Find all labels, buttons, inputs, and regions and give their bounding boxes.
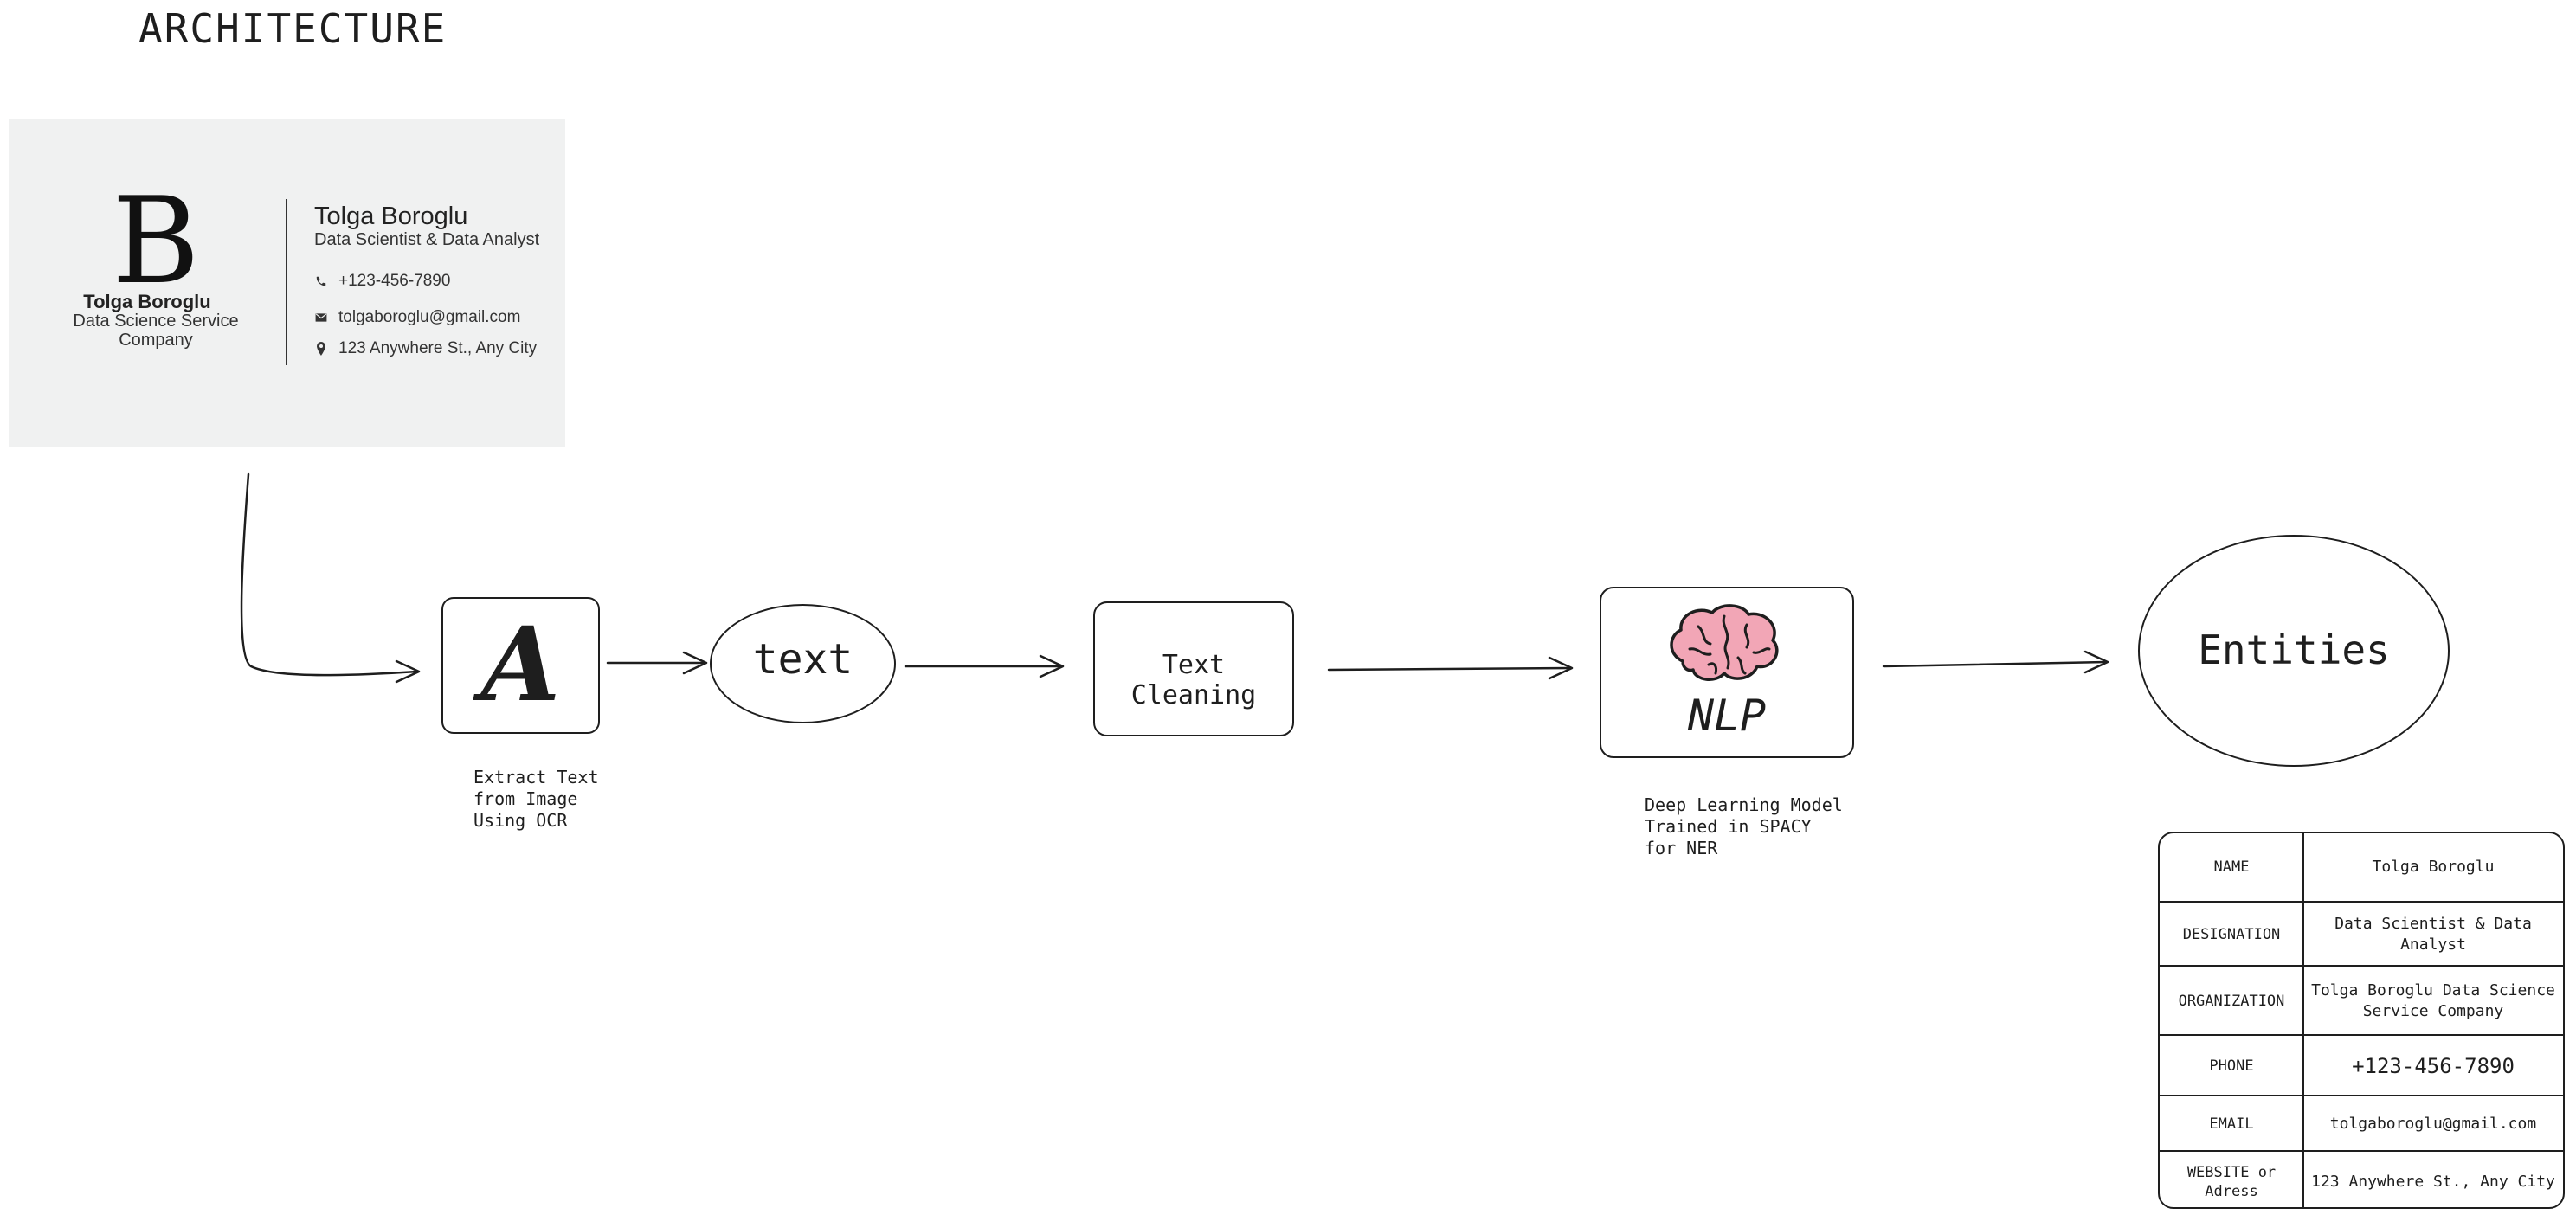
nlp-label: NLP	[1687, 691, 1767, 741]
table-column-divider	[2302, 833, 2304, 1207]
arrowhead-text-to-cleaning	[1039, 654, 1065, 678]
ocr-glyph: A	[480, 604, 561, 724]
table-key: NAME	[2213, 858, 2250, 876]
table-value: Tolga Boroglu	[2372, 858, 2495, 876]
table-value: 123 Anywhere St., Any City	[2311, 1173, 2555, 1191]
arrowhead-ocr-to-text	[682, 651, 708, 675]
nlp-caption-line: Trained in SPACY	[1645, 816, 1812, 837]
card-email-row: tolgaboroglu@gmail.com	[314, 308, 520, 327]
text-node: text	[710, 604, 896, 723]
nlp-caption: Deep Learning Model Trained in SPACY for…	[1645, 794, 1843, 859]
card-divider	[286, 199, 287, 365]
card-phone: +123-456-7890	[338, 272, 451, 290]
table-row: ORGANIZATION Tolga Boroglu Data Science …	[2160, 965, 2563, 1036]
card-title: Data Scientist & Data Analyst	[314, 230, 540, 249]
table-key: PHONE	[2209, 1058, 2254, 1075]
table-value: Tolga Boroglu Data Science Service Compa…	[2311, 981, 2555, 1020]
table-value: +123-456-7890	[2352, 1054, 2515, 1078]
card-monogram: B	[112, 171, 200, 311]
card-phone-row: +123-456-7890	[314, 272, 450, 291]
table-row: DESIGNATION Data Scientist & Data Analys…	[2160, 901, 2563, 967]
table-key: ORGANIZATION	[2178, 993, 2285, 1010]
text-cleaning-node: Text Cleaning	[1093, 601, 1294, 736]
nlp-caption-line: Deep Learning Model	[1645, 794, 1843, 815]
ocr-caption: Extract Text from Image Using OCR	[473, 767, 599, 832]
location-pin-icon	[314, 342, 328, 356]
card-address-row: 123 Anywhere St., Any City	[314, 339, 537, 358]
arrowhead-cleaning-to-nlp	[1548, 656, 1574, 680]
card-left-name: Tolga Boroglu	[83, 291, 211, 312]
entities-table: NAME Tolga Boroglu DESIGNATION Data Scie…	[2158, 832, 2565, 1209]
text-node-label: text	[752, 635, 853, 684]
arrowhead-nlp-to-entities	[2083, 650, 2109, 674]
ocr-caption-line: from Image	[473, 788, 578, 809]
text-cleaning-label: Text Cleaning	[1130, 650, 1257, 710]
arrow-card-to-ocr	[240, 472, 419, 677]
card-address: 123 Anywhere St., Any City	[338, 339, 538, 357]
entities-node: Entities	[2138, 535, 2450, 767]
nlp-node: NLP	[1600, 587, 1854, 758]
table-row: NAME Tolga Boroglu	[2160, 833, 2563, 901]
arrow-cleaning-to-nlp	[1327, 666, 1572, 672]
table-value: Data Scientist & Data Analyst	[2334, 915, 2532, 954]
ocr-caption-line: Using OCR	[473, 810, 568, 831]
ocr-caption-line: Extract Text	[473, 767, 599, 788]
entities-label: Entities	[2198, 627, 2390, 673]
phone-icon	[314, 274, 328, 288]
table-row: EMAIL tolgaboroglu@gmail.com	[2160, 1095, 2563, 1152]
arrowhead-card-to-ocr	[395, 659, 421, 684]
table-key: EMAIL	[2209, 1115, 2254, 1133]
card-name: Tolga Boroglu	[314, 202, 468, 230]
ocr-node: A	[441, 597, 600, 734]
table-row: PHONE +123-456-7890	[2160, 1034, 2563, 1096]
card-left-company: Data Science Service Company	[73, 312, 239, 350]
table-key: DESIGNATION	[2182, 926, 2281, 943]
table-row: WEBSITE or Adress 123 Anywhere St., Any …	[2160, 1150, 2563, 1207]
table-key: WEBSITE or Adress	[2186, 1164, 2277, 1200]
business-card: B Tolga Boroglu Data Science Service Com…	[9, 119, 565, 447]
arrow-nlp-to-entities	[1882, 660, 2108, 668]
nlp-caption-line: for NER	[1645, 838, 1718, 858]
brain-icon	[1664, 601, 1785, 691]
table-value: tolgaboroglu@gmail.com	[2329, 1115, 2537, 1133]
card-email: tolgaboroglu@gmail.com	[338, 308, 521, 326]
diagram-title: ARCHITECTURE	[138, 5, 448, 52]
email-icon	[314, 311, 328, 325]
